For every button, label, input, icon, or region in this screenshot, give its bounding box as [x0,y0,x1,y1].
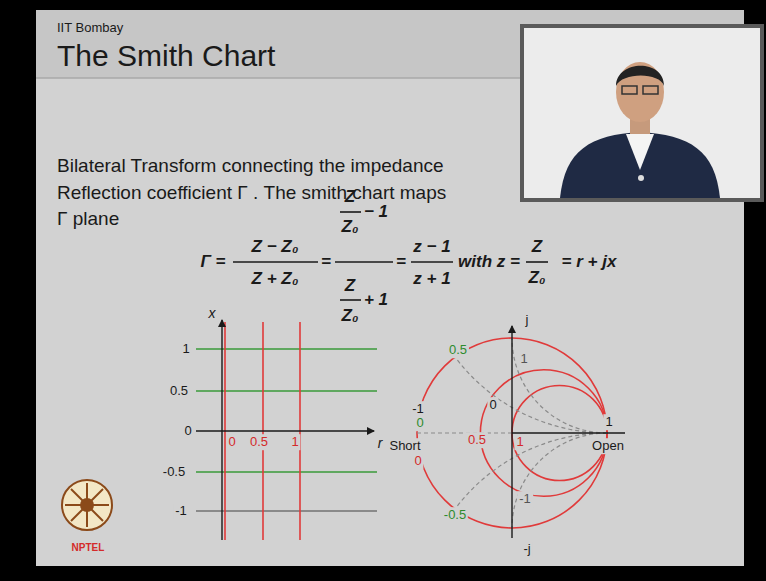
equation-term: Z [345,276,355,296]
resistance-label: 1 [514,434,525,450]
tick-label: 1 [180,341,191,357]
equation-term: Γ = [200,252,225,272]
equation-term: Z₀ [341,306,358,326]
lecturer-video [520,24,764,202]
slide-title: The Smith Chart [57,38,275,74]
slide-ground [36,10,744,566]
resistance-label: 1 [289,434,300,450]
tick-label: 0.5 [168,383,190,399]
reactance-label: 0.5 [447,342,469,358]
reactance-label: 0 [414,415,425,431]
axis-label: 1 [603,414,614,430]
impedance-plane [196,320,377,540]
body-text: Bilateral Transform connecting the imped… [57,155,444,178]
resistance-label: 0.5 [248,434,270,450]
equation-term: Z [345,187,355,207]
equation-term: Z − Z₀ [252,237,299,257]
resistance-label: 0.5 [466,432,488,448]
axis-label: 0 [487,397,498,413]
reactance-label: 1 [518,351,529,367]
equation-term: = [321,252,331,272]
resistance-label: 0 [226,434,237,450]
equation-term: Z₀ [528,268,545,288]
equation-term: z + 1 [413,269,450,289]
tick-label: 0 [182,423,193,439]
equation-term: with z = [458,252,520,272]
logo-text: NPTEL [72,542,105,554]
resistance-label: 0 [412,453,423,469]
equation-term: Z + Z₀ [252,269,299,289]
institute-name: IIT Bombay [57,20,123,36]
axis-label: x [207,305,218,322]
equation-term: = r + jx [562,252,617,272]
axis-label: r [376,435,385,452]
point-label: Open [590,438,626,454]
body-text: Reflection coefficient Γ . The smith cha… [57,182,446,205]
equation-term: = [396,252,406,272]
smith-chart [417,326,625,538]
equation-term: − 1 [364,202,388,222]
equation-term: + 1 [364,290,388,310]
point-label: Short [387,438,422,454]
tick-label: -1 [173,503,189,519]
nptel-logo [62,480,112,530]
fraction-bars [233,212,548,300]
equation-term: Z₀ [341,217,358,237]
reactance-label: -1 [517,491,533,507]
equation-term: Z [532,237,542,257]
equation-term: z − 1 [413,237,450,257]
tick-label: -0.5 [161,464,187,480]
axis-label: -j [521,541,532,557]
axis-label: j [524,312,531,328]
reactance-label: -0.5 [442,507,468,523]
body-text: Γ plane [57,208,119,231]
